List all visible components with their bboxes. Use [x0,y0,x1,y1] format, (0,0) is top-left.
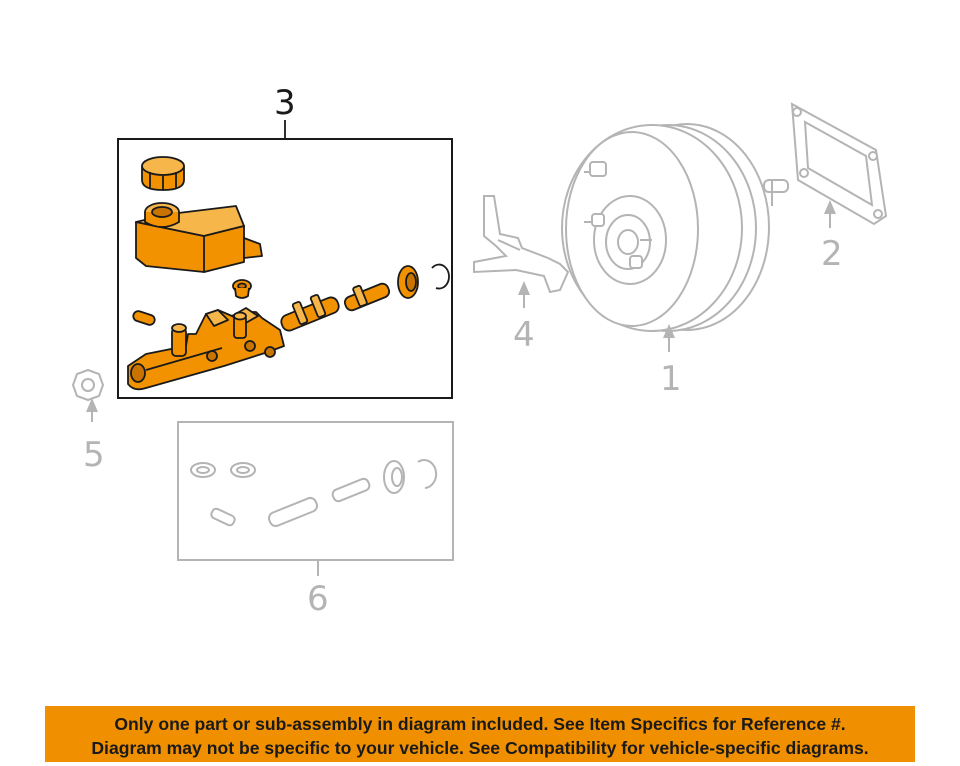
booster-gasket [790,102,888,226]
disclaimer-banner: Only one part or sub-assembly in diagram… [45,706,915,762]
reservoir-grommet [232,279,252,299]
callout-6: 6 [307,579,329,619]
disclaimer-line-2: Diagram may not be specific to your vehi… [91,738,869,758]
retaining-pin [132,310,156,326]
master-cylinder-assembly [127,156,450,391]
callout-5: 5 [83,435,105,475]
brake-booster [561,123,789,332]
fluid-reservoir [135,202,263,273]
callout-2: 2 [821,234,843,274]
master-cylinder-box [117,138,453,399]
secondary-piston [343,282,391,312]
piston-seal [397,265,419,299]
callout-4-leader [518,281,530,308]
callout-1-leader [663,324,675,352]
disclaimer-line-1: Only one part or sub-assembly in diagram… [114,714,846,734]
seal-kit-box [177,421,454,576]
parts-diagram: 1 2 4 5 [71,83,888,619]
reservoir-cap [141,156,185,191]
mounting-bracket [473,195,570,294]
flange-nut [71,368,105,402]
snap-ring [431,263,450,290]
callout-3: 3 [274,83,296,123]
primary-piston [280,294,340,332]
callout-4: 4 [513,315,535,355]
seal-kit-parts [190,459,438,528]
callout-5-leader [86,398,98,422]
callout-1: 1 [660,359,682,399]
callout-2-leader [824,200,836,228]
cylinder-body [127,307,285,391]
